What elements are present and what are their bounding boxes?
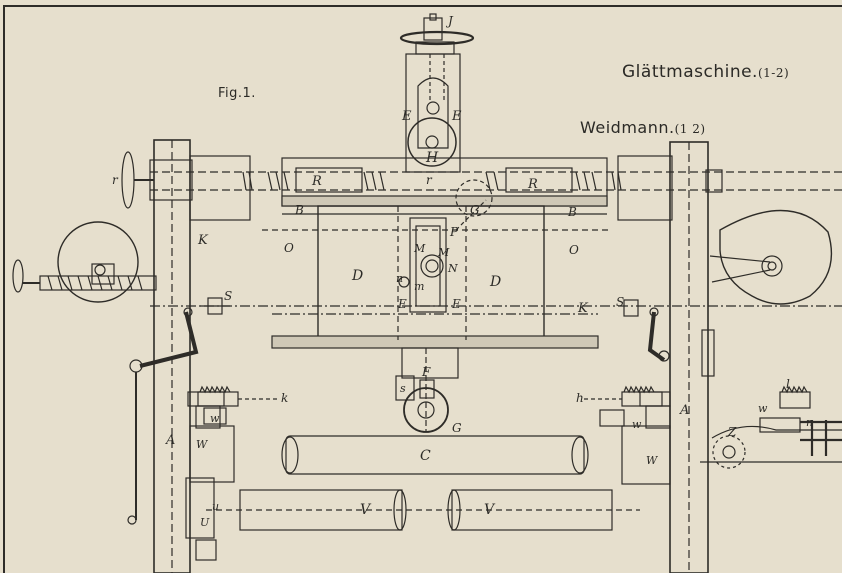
author-index: (1 2) [674, 122, 706, 136]
label-d-left: D [351, 268, 363, 284]
label-w-left: w [210, 412, 220, 425]
right-auxiliary [700, 385, 842, 469]
label-e-top-right: E [451, 109, 462, 124]
label-s-small: s [400, 382, 406, 395]
label-h-gear: h [576, 391, 584, 405]
left-gear [197, 385, 280, 425]
label-u-large: U [200, 516, 210, 529]
title-index: (1-2) [757, 66, 790, 80]
label-o-right: O [569, 243, 579, 257]
label-k-right: K [577, 301, 589, 316]
label-d-right: D [489, 274, 501, 290]
label-e-top-left: E [401, 109, 412, 124]
label-r-upper-right: R [527, 177, 538, 192]
author-name: Weidmann.(1 2) [580, 118, 706, 137]
label-b-left: B [294, 203, 304, 217]
label-g-upper: G [470, 203, 480, 217]
right-gear [584, 385, 663, 427]
title-text: Glättmaschine. [622, 62, 758, 82]
rollers-v [206, 489, 640, 531]
right-cam [709, 209, 833, 305]
center-slider [397, 179, 493, 340]
label-v-left: V [360, 502, 372, 518]
label-m-upper: M [413, 242, 426, 255]
label-w-right: w [632, 418, 642, 431]
label-c: C [420, 448, 431, 464]
label-z: Z [727, 425, 737, 439]
label-m-right: M [437, 246, 450, 259]
label-k-gear: k [281, 391, 288, 405]
label-r-left: r [112, 173, 119, 187]
label-n-small: n [396, 272, 403, 285]
label-h: H [425, 150, 439, 166]
lower-center-assembly [395, 347, 459, 433]
label-e-lower-right: E [451, 297, 461, 311]
label-r-center: r [426, 173, 433, 187]
author-text: Weidmann. [580, 118, 675, 137]
label-s-left: S [224, 289, 232, 303]
label-j: J [445, 14, 454, 28]
handwheel-assembly [399, 13, 475, 173]
label-g-lower: G [452, 421, 462, 435]
label-n-aux: n [806, 416, 813, 429]
left-spring-roll [12, 221, 157, 303]
label-m-small: m [414, 280, 424, 293]
label-r-upper: R [311, 174, 322, 189]
label-a-right: A [679, 403, 689, 418]
label-a-left: A [165, 433, 175, 448]
label-p: P [449, 225, 459, 239]
plate-d [150, 205, 842, 349]
right-crank-linkage [623, 299, 670, 362]
label-e-lower-left: E [397, 297, 407, 311]
figure-label: Fig.1. [218, 86, 256, 101]
cylinder-c [281, 435, 589, 475]
crossbar-b [262, 195, 612, 231]
label-o-left: O [284, 241, 294, 255]
label-w-aux: w [758, 402, 768, 415]
label-v-right: V [484, 502, 496, 518]
label-w-left-lower: W [196, 438, 209, 451]
label-w-right-lower: W [646, 454, 659, 467]
label-u-small: u [212, 500, 219, 513]
left-crank-linkage [127, 297, 230, 525]
right-frame [617, 141, 723, 573]
label-b-right: B [567, 205, 577, 219]
label-s-right: S [616, 295, 624, 309]
sheet-border [3, 5, 842, 573]
label-l: l [786, 377, 790, 391]
drawing-title: Glättmaschine.(1-2) [622, 62, 789, 82]
part-labels: J E E H r r R R B B K K O O D D G P M M … [112, 14, 813, 529]
label-n-upper: N [447, 262, 458, 275]
label-k-left: K [197, 233, 209, 248]
label-f: F [421, 365, 431, 379]
